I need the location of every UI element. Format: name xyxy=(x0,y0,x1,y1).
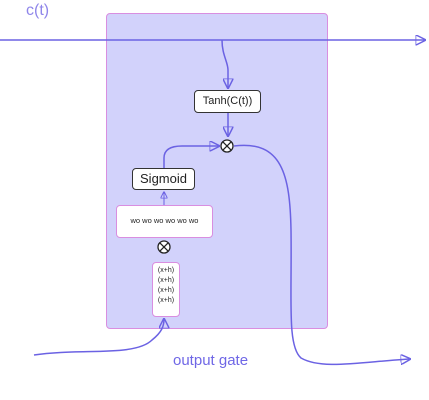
multiply-icon-bottom xyxy=(157,240,171,254)
sigmoid-to-multiply-arrow xyxy=(163,146,219,168)
input-line: (x+h) xyxy=(157,277,175,284)
input-line: (x+h) xyxy=(157,267,175,274)
input-line: (x+h) xyxy=(157,287,175,294)
cell-state-label: c(t) xyxy=(26,2,50,19)
multiply-to-output-arrow xyxy=(233,144,410,366)
inputs-node: (x+h) (x+h) (x+h) (x+h) xyxy=(152,262,180,317)
input-arrow xyxy=(33,319,164,356)
tanh-node: Tanh(C(t)) xyxy=(194,90,261,113)
sigmoid-node: Sigmoid xyxy=(132,168,195,190)
multiply-icon-top xyxy=(220,139,234,153)
cell-to-tanh-arrow xyxy=(221,39,228,88)
output-gate-label: output gate xyxy=(173,352,249,369)
input-line: (x+h) xyxy=(157,297,175,304)
weights-node: wo wo wo wo wo wo xyxy=(116,205,213,238)
